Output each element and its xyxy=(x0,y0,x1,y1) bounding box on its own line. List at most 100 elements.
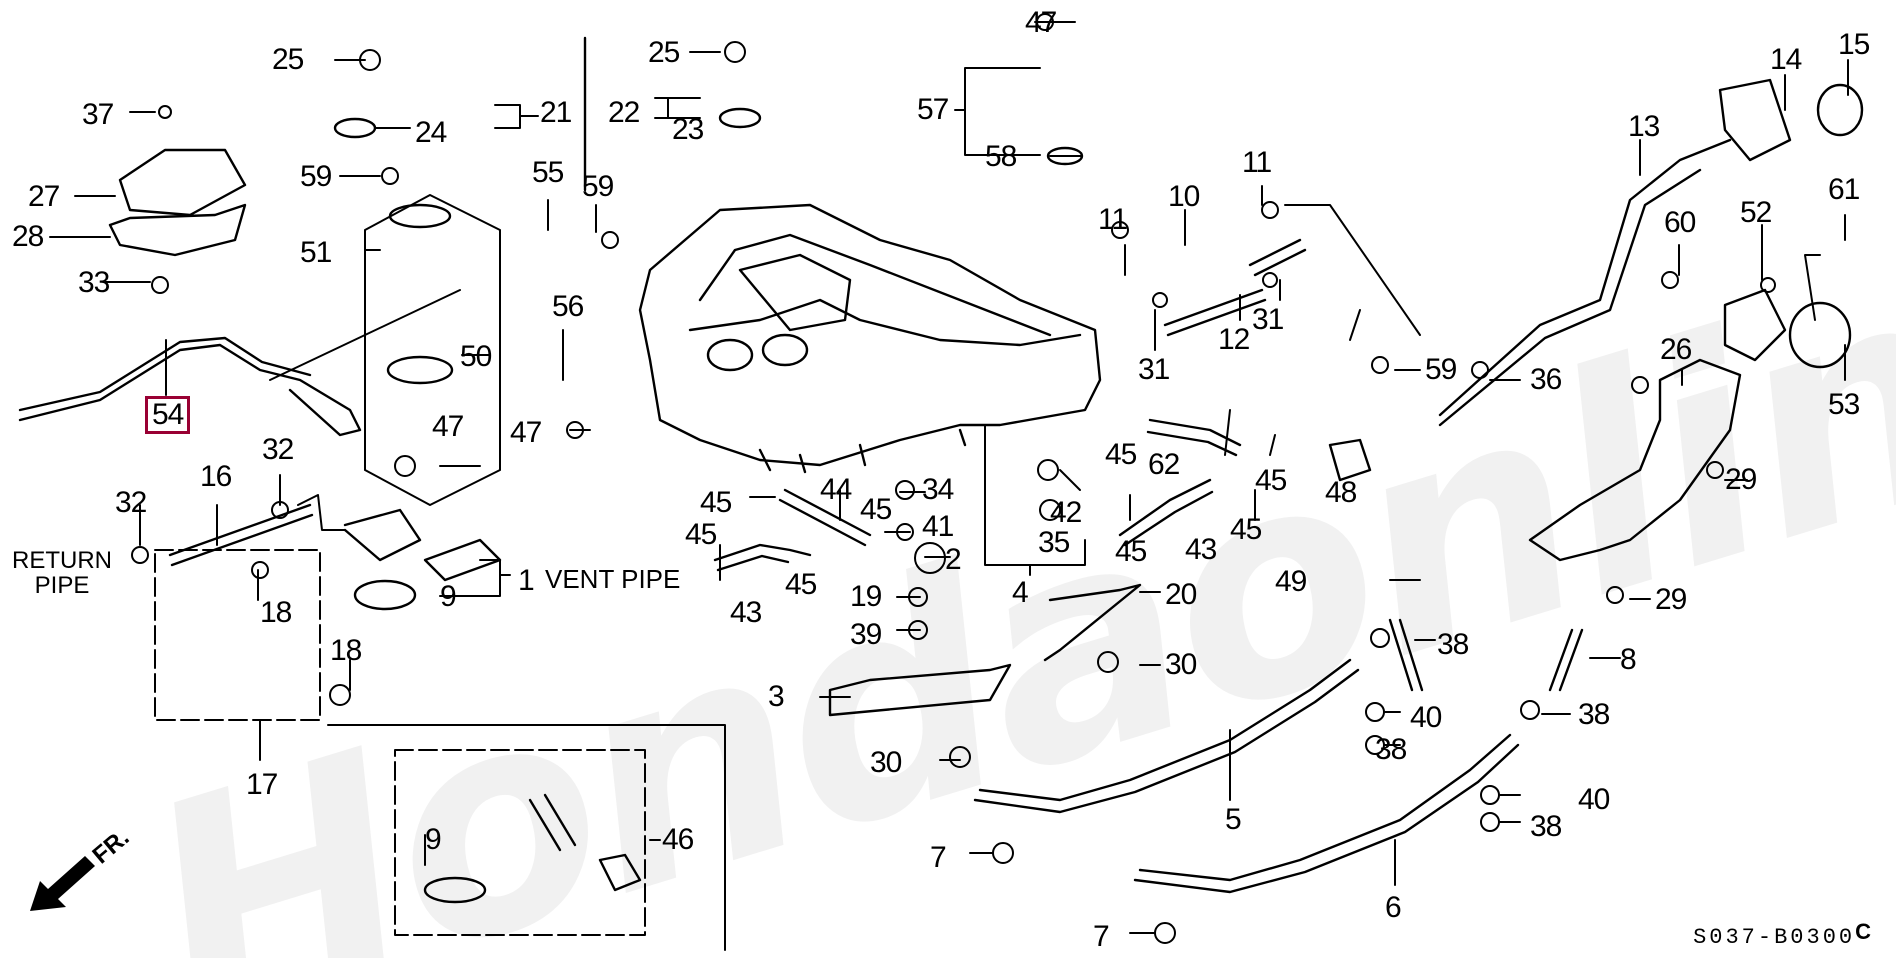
part-callout-61[interactable]: 61 xyxy=(1828,173,1860,206)
part-callout-47[interactable]: 47 xyxy=(1025,6,1057,39)
part-callout-7[interactable]: 7 xyxy=(930,841,947,874)
part-callout-22[interactable]: 22 xyxy=(608,96,640,129)
part-callout-8[interactable]: 8 xyxy=(1620,643,1637,676)
bracket-3 xyxy=(828,663,1012,717)
part-callout-33[interactable]: 33 xyxy=(78,266,110,299)
part-callout-48[interactable]: 48 xyxy=(1325,476,1357,509)
part-callout-52[interactable]: 52 xyxy=(1740,196,1772,229)
part-callout-36[interactable]: 36 xyxy=(1530,363,1562,396)
part-callout-31[interactable]: 31 xyxy=(1252,303,1284,336)
part-callout-40[interactable]: 40 xyxy=(1578,783,1610,816)
part-callout-58[interactable]: 58 xyxy=(985,140,1017,173)
part-callout-56[interactable]: 56 xyxy=(552,290,584,323)
part-callout-42[interactable]: 42 xyxy=(1050,496,1082,529)
part-callout-17[interactable]: 17 xyxy=(246,768,278,801)
part-callout-46[interactable]: 46 xyxy=(662,823,694,856)
part-callout-55[interactable]: 55 xyxy=(532,156,564,189)
part-callout-32[interactable]: 32 xyxy=(115,486,147,519)
part-callout-45[interactable]: 45 xyxy=(1115,535,1147,568)
part-callout-50[interactable]: 50 xyxy=(460,340,492,373)
part-callout-45[interactable]: 45 xyxy=(1105,438,1137,471)
part-callout-43[interactable]: 43 xyxy=(1185,533,1217,566)
part-callout-18[interactable]: 18 xyxy=(330,634,362,667)
seal-58 xyxy=(1046,146,1084,166)
part-callout-27[interactable]: 27 xyxy=(28,180,60,213)
part-callout-37[interactable]: 37 xyxy=(82,98,114,131)
part-callout-13[interactable]: 13 xyxy=(1628,110,1660,143)
part-callout-59[interactable]: 59 xyxy=(300,160,332,193)
part-callout-20[interactable]: 20 xyxy=(1165,578,1197,611)
part-callout-29[interactable]: 29 xyxy=(1655,583,1687,616)
part-14 xyxy=(1718,78,1792,162)
part-callout-45[interactable]: 45 xyxy=(700,486,732,519)
part-callout-43[interactable]: 43 xyxy=(730,596,762,629)
part-callout-62[interactable]: 62 xyxy=(1148,448,1180,481)
part-callout-3[interactable]: 3 xyxy=(768,680,785,713)
part-callout-38[interactable]: 38 xyxy=(1375,733,1407,766)
part-callout-30[interactable]: 30 xyxy=(870,746,902,779)
part-callout-59[interactable]: 59 xyxy=(1425,353,1457,386)
fasteners xyxy=(131,13,1776,944)
part-callout-30[interactable]: 30 xyxy=(1165,648,1197,681)
part-callout-23[interactable]: 23 xyxy=(672,113,704,146)
part-callout-38[interactable]: 38 xyxy=(1530,810,1562,843)
part-callout-24[interactable]: 24 xyxy=(415,116,447,149)
part-callout-35[interactable]: 35 xyxy=(1038,526,1070,559)
part-callout-2[interactable]: 2 xyxy=(945,543,962,576)
part-callout-60[interactable]: 60 xyxy=(1664,206,1696,239)
vent-pipe-annotation: VENT PIPE xyxy=(545,564,681,594)
part-callout-26[interactable]: 26 xyxy=(1660,333,1692,366)
part-callout-15[interactable]: 15 xyxy=(1838,28,1870,61)
part-callout-5[interactable]: 5 xyxy=(1225,803,1242,836)
part-callout-25[interactable]: 25 xyxy=(272,43,304,76)
part-callout-45[interactable]: 45 xyxy=(785,568,817,601)
part-callout-45[interactable]: 45 xyxy=(860,493,892,526)
part-callout-53[interactable]: 53 xyxy=(1828,388,1860,421)
part-callout-59[interactable]: 59 xyxy=(582,170,614,203)
part-callout-10[interactable]: 10 xyxy=(1168,180,1200,213)
part-callout-18[interactable]: 18 xyxy=(260,596,292,629)
part-callout-14[interactable]: 14 xyxy=(1770,43,1802,76)
part-callout-49[interactable]: 49 xyxy=(1275,565,1307,598)
seal-23 xyxy=(718,107,762,129)
part-callout-54[interactable]: 54 xyxy=(145,396,191,434)
part-callout-45[interactable]: 45 xyxy=(1230,513,1262,546)
part-callout-51[interactable]: 51 xyxy=(300,236,332,269)
part-callout-11[interactable]: 11 xyxy=(1242,146,1272,179)
part-callout-47[interactable]: 47 xyxy=(510,416,542,449)
part-callout-11[interactable]: 11 xyxy=(1098,203,1128,236)
part-callout-38[interactable]: 38 xyxy=(1578,698,1610,731)
bolt-49 xyxy=(1388,618,1424,692)
part-callout-28[interactable]: 28 xyxy=(12,220,44,253)
part-callout-32[interactable]: 32 xyxy=(262,433,294,466)
part-callout-25[interactable]: 25 xyxy=(648,36,680,69)
front-direction-indicator: FR. xyxy=(30,824,135,916)
part-callout-19[interactable]: 19 xyxy=(850,580,882,613)
part-callout-44[interactable]: 44 xyxy=(820,473,852,506)
part-callout-7[interactable]: 7 xyxy=(1093,920,1110,953)
part-callout-40[interactable]: 40 xyxy=(1410,701,1442,734)
part-callout-47[interactable]: 47 xyxy=(432,410,464,443)
part-callout-29[interactable]: 29 xyxy=(1725,463,1757,496)
part-callout-31[interactable]: 31 xyxy=(1138,353,1170,386)
hose-62 xyxy=(1146,418,1242,457)
part-callout-9[interactable]: 9 xyxy=(425,823,442,856)
part-15 xyxy=(1816,83,1864,137)
part-callout-21[interactable]: 21 xyxy=(540,96,572,129)
part-callout-57[interactable]: 57 xyxy=(917,93,949,126)
part-callout-38[interactable]: 38 xyxy=(1437,628,1469,661)
part-callout-41[interactable]: 41 xyxy=(922,510,954,543)
part-callout-12[interactable]: 12 xyxy=(1218,323,1250,356)
part-callout-39[interactable]: 39 xyxy=(850,618,882,651)
part-callout-9[interactable]: 9 xyxy=(440,580,457,613)
fuel-tank-drawing xyxy=(638,203,1102,474)
part-callout-6[interactable]: 6 xyxy=(1385,891,1402,924)
part-callout-4[interactable]: 4 xyxy=(1012,576,1029,609)
part-callout-1[interactable]: 1 xyxy=(518,564,535,597)
part-callout-45[interactable]: 45 xyxy=(1255,464,1287,497)
hose-12 xyxy=(1163,288,1267,337)
part-callout-16[interactable]: 16 xyxy=(200,460,232,493)
splash-guard-26 xyxy=(1528,358,1742,562)
part-callout-45[interactable]: 45 xyxy=(685,518,717,551)
part-callout-34[interactable]: 34 xyxy=(922,473,954,506)
